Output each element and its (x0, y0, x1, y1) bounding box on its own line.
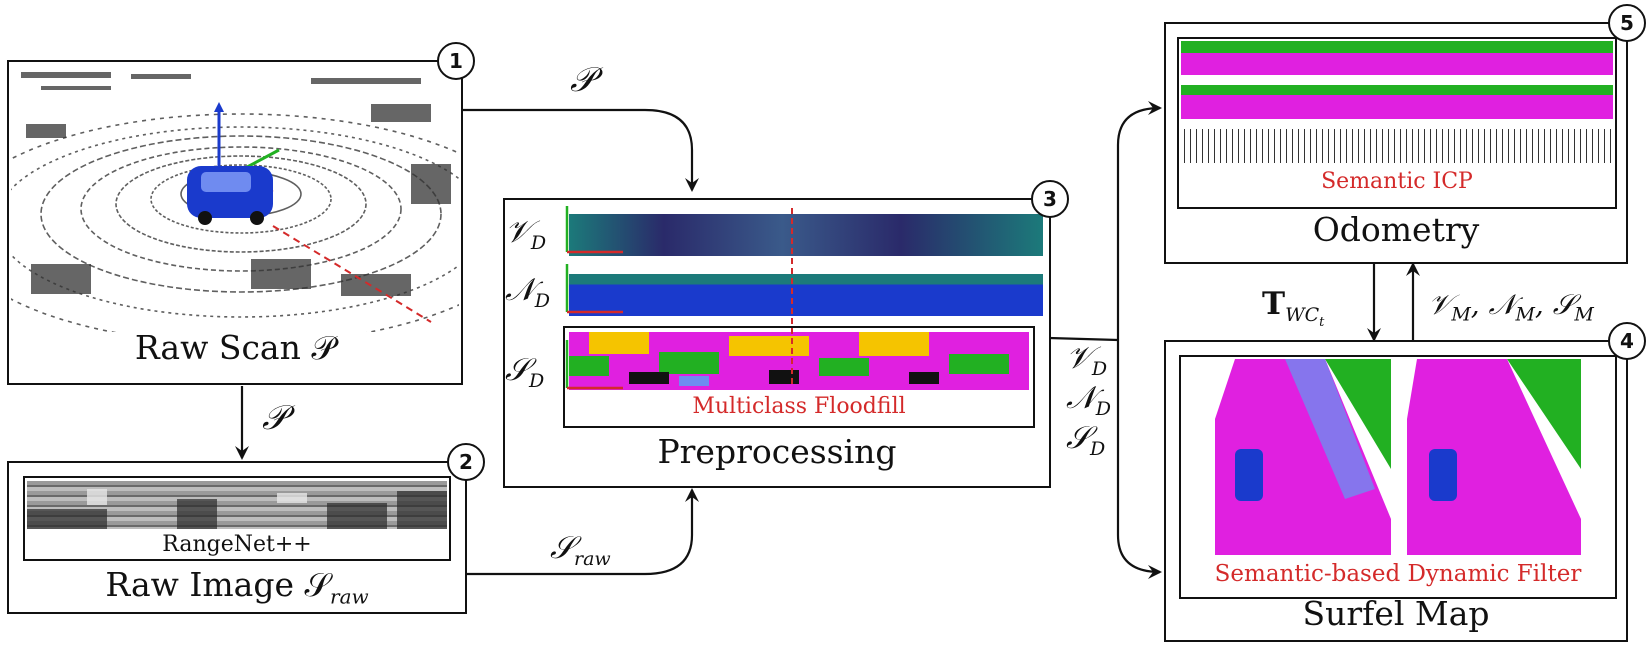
step-badge-1: 1 (437, 42, 475, 80)
edge-label-p-top: 𝒫 (570, 60, 595, 100)
dynamic-filter-label: Semantic-based Dynamic Filter (1214, 561, 1582, 587)
surfel-map-caption: Surfel Map (1302, 594, 1490, 633)
preprocessing-box: 𝒱D 𝒩D 𝒮D Multiclass Floodfill Preprocess… (503, 180, 1069, 488)
surfel-map-before-image (1215, 359, 1391, 555)
preprocessing-overlays (565, 206, 793, 390)
preprocessing-caption: Preprocessing (657, 432, 897, 471)
raw-scan-box: Raw Scan 𝒫 1 (7, 42, 475, 385)
edge-label-sd: 𝒮D (1066, 420, 1106, 461)
dynamic-filter-panel: Semantic-based Dynamic Filter (1179, 355, 1617, 599)
odometry-pointcloud-scan (1181, 129, 1613, 163)
step-badge-4: 4 (1608, 322, 1646, 360)
odometry-semantic-scan-2 (1181, 85, 1613, 119)
rangenet-label: RangeNet++ (162, 532, 312, 557)
floodfill-panel: Multiclass Floodfill (563, 326, 1035, 428)
raw-image-caption: Raw Image 𝒮raw (105, 565, 369, 609)
edge-label-dense-outputs: 𝒱D 𝒩D 𝒮D (1066, 340, 1111, 461)
line-preprocessing-out (1048, 336, 1119, 342)
odometry-box: Semantic ICP Odometry 5 (1164, 4, 1646, 264)
step-badge-3: 3 (1031, 180, 1069, 218)
arrow-rawimage-to-preprocessing (465, 488, 699, 576)
rangenet-range-image (27, 481, 447, 529)
raw-scan-pointcloud-image (11, 64, 459, 332)
vertex-map-label: 𝒱D (505, 214, 547, 255)
raw-scan-caption: Raw Scan 𝒫 (134, 328, 336, 367)
rangenet-panel: RangeNet++ (23, 476, 451, 561)
step-badge-2: 2 (447, 443, 485, 481)
normal-map-label: 𝒩D (505, 272, 550, 313)
odometry-caption: Odometry (1312, 210, 1480, 249)
step-badge-5: 5 (1608, 4, 1646, 42)
edge-label-vd: 𝒱D (1066, 340, 1108, 381)
edge-label-model: 𝒱M, 𝒩M, 𝒮M (1428, 288, 1594, 326)
edge-label-p-left: 𝒫 (262, 398, 287, 438)
vertex-map-image (569, 214, 1043, 256)
raw-image-box: RangeNet++ Raw Image 𝒮raw 2 (7, 443, 485, 614)
surfel-map-after-image (1407, 359, 1581, 555)
arrow-to-odometry (1116, 101, 1162, 340)
edge-label-nd: 𝒩D (1066, 380, 1111, 421)
semantic-map-label: 𝒮D (505, 352, 545, 393)
surfel-map-box: Semantic-based Dynamic Filter Surfel Map… (1164, 322, 1646, 642)
edge-label-transform: TWCt (1262, 286, 1325, 330)
semantic-icp-panel: Semantic ICP (1177, 37, 1617, 209)
normal-map-image (569, 274, 1043, 316)
arrow-scan-to-preprocessing (455, 108, 699, 192)
arrow-to-surfelmap (1116, 340, 1162, 579)
edge-label-s-raw: 𝒮raw (550, 530, 611, 571)
semantic-map-image (569, 332, 1029, 390)
semantic-icp-label: Semantic ICP (1321, 169, 1473, 194)
odometry-semantic-scan-1 (1181, 41, 1613, 75)
floodfill-label: Multiclass Floodfill (692, 394, 906, 419)
